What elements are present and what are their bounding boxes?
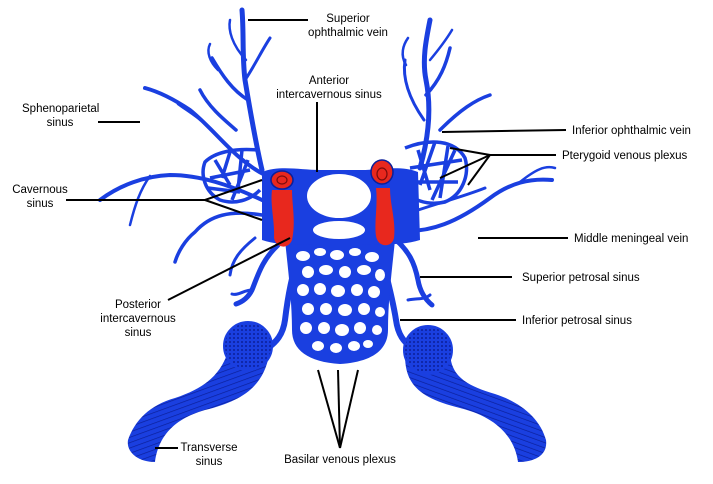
carotid-right [370, 159, 395, 246]
leader-posterior-intercavernous [167, 237, 291, 301]
label-superior-ophthalmic-vein: Superior ophthalmic vein [308, 13, 388, 39]
leader-basilar-2 [337, 369, 341, 449]
label-middle-meningeal-vein: Middle meningeal vein [574, 233, 689, 245]
pterygoid-plexus-left [201, 147, 262, 204]
label-pterygoid-venous-plexus: Pterygoid venous plexus [562, 150, 688, 162]
label-inferior-ophthalmic-vein: Inferior ophthalmic vein [572, 125, 691, 137]
carotid-left [270, 170, 294, 247]
label-basilar-venous-plexus: Basilar venous plexus [284, 454, 396, 466]
leader-inferior-ophthalmic [441, 129, 567, 133]
label-anterior-intercavernous-sinus: Anterior intercavernous sinus [276, 75, 382, 101]
label-superior-petrosal-sinus: Superior petrosal sinus [522, 272, 640, 284]
pterygoid-plexus-right [400, 140, 469, 205]
label-posterior-intercavernous-sinus: Posterior intercavernous sinus [100, 299, 176, 339]
transverse-sinus-right [403, 325, 547, 462]
leader-basilar-1 [317, 369, 341, 449]
label-inferior-petrosal-sinus: Inferior petrosal sinus [522, 315, 632, 327]
basilar-plexus [285, 240, 395, 364]
leader-pterygoid [449, 147, 492, 186]
label-transverse-sinus: Transverse sinus [180, 442, 238, 468]
transverse-sinus-left [127, 321, 273, 462]
label-cavernous-sinus: Cavernous sinus [12, 184, 68, 210]
leader-basilar-3 [339, 369, 359, 449]
leader-lines [66, 19, 568, 449]
label-sphenoparietal-sinus: Sphenoparietal sinus [22, 103, 100, 129]
